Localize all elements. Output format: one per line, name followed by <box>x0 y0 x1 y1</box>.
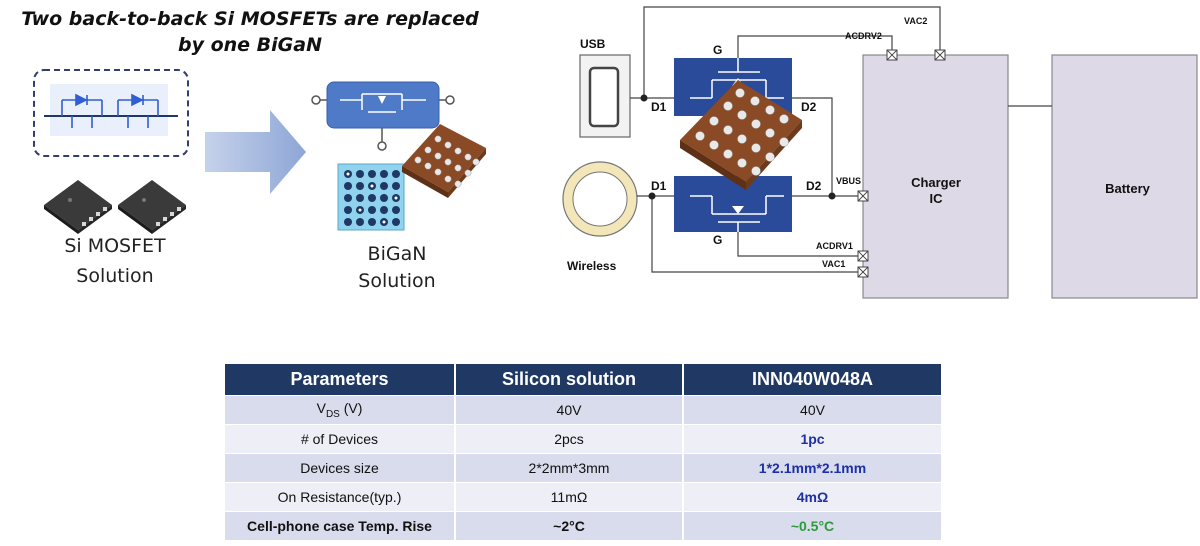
bigan-value: 1pc <box>683 424 941 454</box>
bigan-chip-bottom-view <box>337 163 405 231</box>
si-caption-line1: Si MOSFET <box>64 235 166 257</box>
si-caption-line2: Solution <box>76 265 154 287</box>
bigan-symbol <box>311 81 455 151</box>
silicon-value: 40V <box>455 395 684 425</box>
left-illustration <box>33 69 486 234</box>
battery-label: Battery <box>1105 181 1150 196</box>
usb-label: USB <box>580 37 606 51</box>
si-mosfet-symbol-1 <box>61 93 103 128</box>
d1-label-top: D1 <box>651 100 667 114</box>
acdrv2-label: ACDRV2 <box>845 31 882 41</box>
replace-arrow <box>205 110 306 194</box>
comparison-table: Parameters Silicon solution INN040W048A … <box>225 364 941 540</box>
header-bigan: INN040W048A <box>683 364 941 396</box>
wireless-label: Wireless <box>567 259 617 273</box>
usb-port <box>579 54 631 138</box>
param-vds: VDS (V) <box>225 395 456 425</box>
mosfet-bottom <box>674 176 792 232</box>
silicon-value: ~2°C <box>455 511 684 540</box>
d2-label-top: D2 <box>801 100 817 114</box>
vac1-label: VAC1 <box>822 259 846 269</box>
header-parameters: Parameters <box>225 364 456 396</box>
param-name: Devices size <box>225 453 456 483</box>
d2-label-bottom: D2 <box>806 179 822 193</box>
acdrv1-label: ACDRV1 <box>816 241 853 251</box>
table-row: VDS (V) 40V 40V <box>225 395 941 425</box>
gate-label-bottom: G <box>713 233 723 247</box>
bigan-value: 4mΩ <box>683 482 941 512</box>
table-row: Cell-phone case Temp. Rise ~2°C ~0.5°C <box>225 511 941 540</box>
d1-label-bottom: D1 <box>651 179 667 193</box>
battery-box <box>1051 54 1198 299</box>
table-row: Devices size 2*2mm*3mm 1*2.1mm*2.1mm <box>225 453 941 483</box>
charger-ic-label-line1: Charger <box>911 175 961 190</box>
header-silicon: Silicon solution <box>455 364 684 396</box>
bigan-value: ~0.5°C <box>683 511 941 540</box>
silicon-value: 11mΩ <box>455 482 684 512</box>
bigan-caption-line1: BiGaN <box>367 243 427 265</box>
si-mosfet-package-2 <box>118 180 186 234</box>
bigan-chip-overlay <box>680 80 802 190</box>
charger-ic-box <box>862 54 1009 299</box>
charger-ic-label-line2: IC <box>929 191 943 206</box>
headline: Two back-to-back Si MOSFETs are replaced… <box>21 8 479 56</box>
table-header-row: Parameters Silicon solution INN040W048A <box>225 364 941 396</box>
table-row: On Resistance(typ.) 11mΩ 4mΩ <box>225 482 941 512</box>
junction-dots <box>640 94 836 200</box>
vac2-label: VAC2 <box>904 16 928 26</box>
vbus-label: VBUS <box>836 176 862 186</box>
param-name: On Resistance(typ.) <box>225 482 456 512</box>
bigan-value: 40V <box>683 395 941 425</box>
bigan-value: 1*2.1mm*2.1mm <box>683 453 941 483</box>
table-row: # of Devices 2pcs 1pc <box>225 424 941 454</box>
bigan-caption-line2: Solution <box>358 270 436 292</box>
silicon-value: 2pcs <box>455 424 684 454</box>
bigan-chip-3d <box>402 124 486 198</box>
circuit-diagram <box>562 6 1198 299</box>
si-mosfet-package-1 <box>44 180 112 234</box>
gate-label-top: G <box>713 43 723 57</box>
param-name: # of Devices <box>225 424 456 454</box>
si-mosfet-symbol-2 <box>117 93 159 128</box>
param-name: Cell-phone case Temp. Rise <box>225 511 456 540</box>
silicon-value: 2*2mm*3mm <box>455 453 684 483</box>
wireless-coil <box>562 161 638 237</box>
